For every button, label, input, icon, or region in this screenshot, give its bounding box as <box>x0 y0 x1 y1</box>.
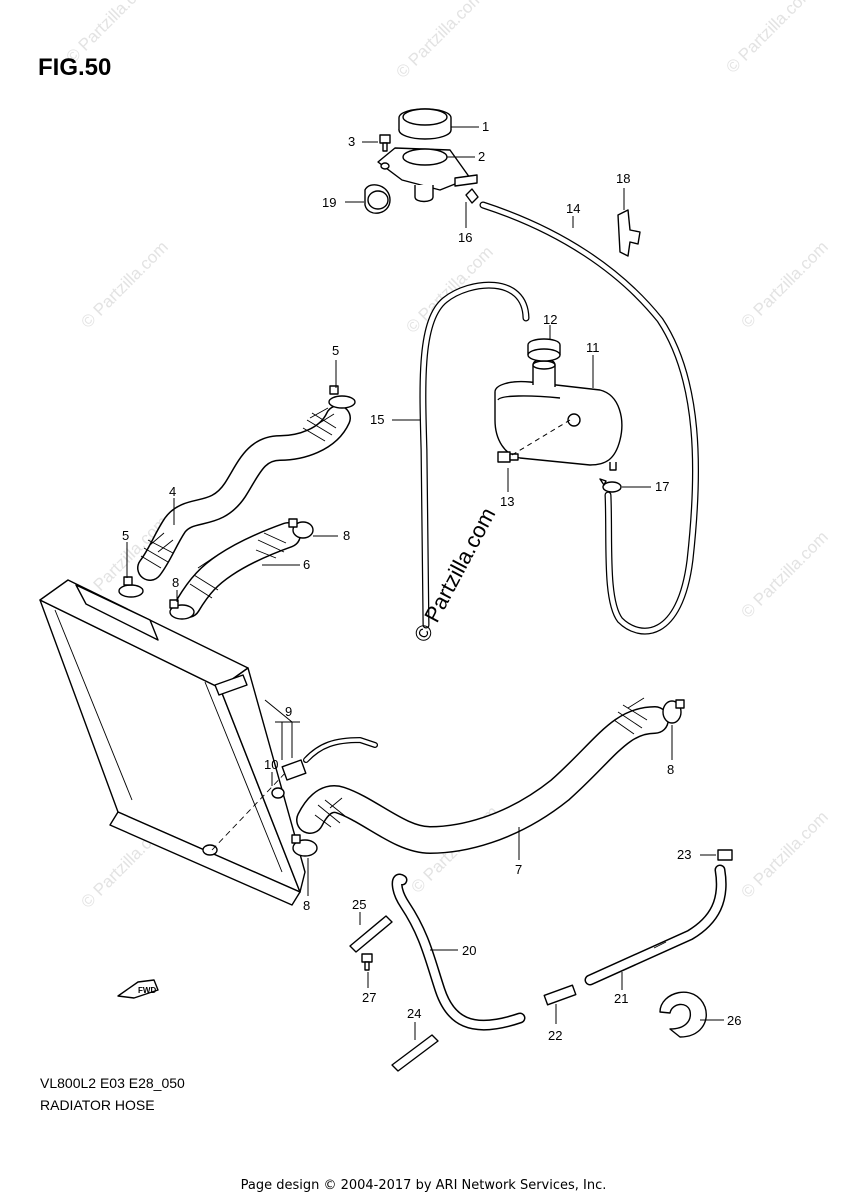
hose-mesh-pattern <box>189 532 287 599</box>
filler-neck[interactable] <box>377 147 478 203</box>
hose-clamp-5-left[interactable] <box>118 576 144 598</box>
callout-20: 20 <box>462 943 476 958</box>
callout-27: 27 <box>362 990 376 1005</box>
hose-mesh-pattern <box>140 407 337 569</box>
callout-8-right: 8 <box>667 762 674 777</box>
radiator[interactable] <box>39 579 306 906</box>
callout-25: 25 <box>352 897 366 912</box>
callout-4: 4 <box>169 484 176 499</box>
siphon-hose-14[interactable] <box>479 201 700 635</box>
hose-clamp-8-lower[interactable] <box>291 834 318 857</box>
hose-mesh-pattern <box>314 697 648 828</box>
hose-clamp-8-right[interactable] <box>662 699 685 724</box>
callout-19: 19 <box>322 195 336 210</box>
reservoir-tank[interactable] <box>494 358 623 471</box>
hose-clamp-8-upper[interactable] <box>288 518 314 539</box>
callout-26: 26 <box>727 1013 741 1028</box>
callout-9: 9 <box>285 704 292 719</box>
hose-clamp-8-left[interactable] <box>169 599 195 620</box>
callout-1: 1 <box>482 119 489 134</box>
clip-16[interactable] <box>465 188 479 204</box>
callout-8-left: 8 <box>172 575 179 590</box>
thermo-switch[interactable] <box>271 737 378 799</box>
callout-10: 10 <box>264 757 278 772</box>
callout-21: 21 <box>614 991 628 1006</box>
callout-14: 14 <box>566 201 580 216</box>
callout-8-upper: 8 <box>343 528 350 543</box>
leader-lines <box>126 126 724 1040</box>
tank-cap-12[interactable] <box>527 338 561 362</box>
bolt-27[interactable] <box>361 953 373 971</box>
clamp-26[interactable] <box>659 991 707 1038</box>
connector-22[interactable] <box>543 984 577 1006</box>
clamp-17[interactable] <box>599 478 622 493</box>
hose-clamp-5-top[interactable] <box>328 385 356 409</box>
holder-24[interactable] <box>391 1034 439 1072</box>
callout-5-left: 5 <box>122 528 129 543</box>
footer-copyright: Page design © 2004-2017 by ARI Network S… <box>240 1178 607 1193</box>
radiator-cap[interactable] <box>398 108 452 140</box>
callout-18: 18 <box>616 171 630 186</box>
clamp-23[interactable] <box>717 849 733 861</box>
callout-2: 2 <box>478 149 485 164</box>
pipe-21[interactable] <box>584 864 727 986</box>
diagram-name: RADIATOR HOSE <box>40 1097 155 1113</box>
callout-24: 24 <box>407 1006 421 1021</box>
fwd-arrow-icon: FWD <box>117 979 159 999</box>
callout-22: 22 <box>548 1028 562 1043</box>
radiator-hose-upper[interactable] <box>137 405 351 581</box>
holder-25[interactable] <box>349 915 393 953</box>
figure-title: FIG.50 <box>38 54 112 81</box>
callout-13: 13 <box>500 494 514 509</box>
callout-7: 7 <box>515 862 522 877</box>
callout-15: 15 <box>370 412 384 427</box>
callout-6: 6 <box>303 557 310 572</box>
radiator-hose-lower[interactable] <box>296 706 669 854</box>
callout-17: 17 <box>655 479 669 494</box>
callout-11: 11 <box>586 340 600 355</box>
overflow-hose-15[interactable] <box>419 281 530 629</box>
model-code: VL800L2 E03 E28_050 <box>40 1075 185 1091</box>
callout-12: 12 <box>543 312 557 327</box>
callout-8-lower: 8 <box>303 898 310 913</box>
clamp-19[interactable] <box>364 184 391 214</box>
callout-16: 16 <box>458 230 472 245</box>
radiator-hose-6[interactable] <box>175 522 301 618</box>
callout-23: 23 <box>677 847 691 862</box>
clamp-18[interactable] <box>617 209 641 257</box>
callout-5-top: 5 <box>332 343 339 358</box>
callout-3: 3 <box>348 134 355 149</box>
svg-text:FWD: FWD <box>138 986 156 995</box>
pipe-20[interactable] <box>391 873 526 1031</box>
bolt-3[interactable] <box>379 134 391 152</box>
